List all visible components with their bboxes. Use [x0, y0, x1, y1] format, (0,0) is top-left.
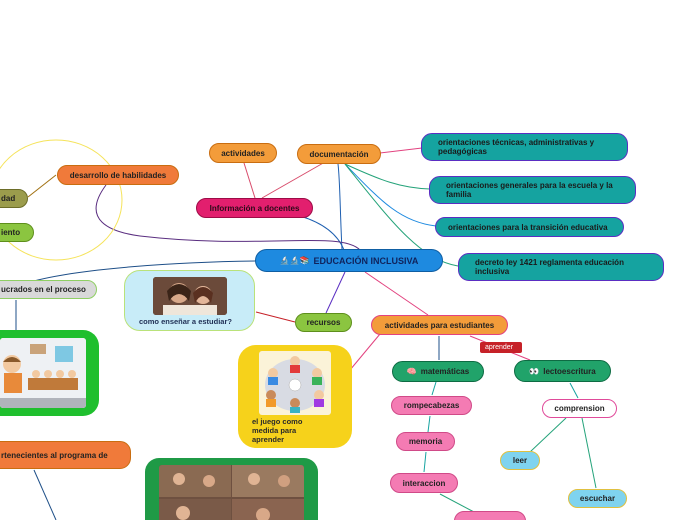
- classroom-illustration: [0, 338, 86, 408]
- card-como-ensenar[interactable]: como enseñar a estudiar?: [124, 270, 255, 331]
- node-documentacion-label: documentación: [309, 149, 369, 159]
- node-desarrollo-label: desarrollo de habilidades: [69, 170, 167, 180]
- children-circle-icon: [265, 356, 325, 413]
- node-matematicas-label: matemáticas: [420, 367, 470, 376]
- node-orientaciones-transicion[interactable]: orientaciones para la transición educati…: [435, 217, 624, 237]
- node-involucrados-label: ucrados en el proceso: [1, 285, 86, 294]
- node-actividades-estudiantes-label: actividades para estudiantes: [384, 320, 495, 330]
- node-pertenecientes-label: rtenecientes al programa de: [1, 450, 108, 460]
- node-recursos[interactable]: recursos: [295, 313, 352, 332]
- node-comprension[interactable]: comprension: [542, 399, 617, 418]
- relation-tag-aprender-label: aprender: [485, 344, 514, 351]
- node-recursos-label: recursos: [306, 318, 341, 327]
- link-doc-generales: [344, 163, 431, 190]
- link-memoria-interaccion: [423, 451, 427, 473]
- study-photo-icon: [153, 277, 227, 315]
- node-actividades-estudiantes[interactable]: actividades para estudiantes: [371, 315, 508, 335]
- card-juego-label: el juego como medida para aprender: [252, 417, 303, 444]
- node-left-dad[interactable]: dad: [0, 189, 28, 208]
- node-leer-label: leer: [512, 456, 528, 465]
- node-actividades-label: actividades: [221, 148, 265, 158]
- node-orientaciones-generales-label: orientaciones generales para la escuela …: [446, 181, 613, 199]
- node-interaccion-label: interaccion: [402, 478, 446, 488]
- node-actividades[interactable]: actividades: [209, 143, 277, 163]
- node-decreto[interactable]: decreto ley 1421 reglamenta educación in…: [458, 253, 664, 281]
- node-documentacion[interactable]: documentación: [297, 144, 381, 164]
- relation-tag-aprender[interactable]: aprender: [480, 342, 522, 353]
- node-lectoescritura[interactable]: 👀 lectoescritura: [514, 360, 611, 382]
- link-central-desarrollo: [95, 184, 361, 251]
- link-informacion-actividades: [243, 162, 256, 199]
- node-informacion-docentes[interactable]: Información a docentes: [196, 198, 313, 218]
- node-interaccion[interactable]: interaccion: [390, 473, 458, 493]
- children-photo-grid: [159, 465, 304, 520]
- node-interaccion-child[interactable]: [454, 511, 526, 520]
- node-rompecabezas-label: rompecabezas: [403, 401, 460, 410]
- node-memoria-label: memoria: [408, 437, 443, 446]
- classroom-illustration-icon: [0, 338, 86, 408]
- node-memoria[interactable]: memoria: [396, 432, 455, 451]
- eyes-icon: 👀: [529, 366, 540, 376]
- link-mat-rompe: [431, 381, 437, 396]
- node-rompecabezas[interactable]: rompecabezas: [391, 396, 472, 415]
- yellow-boundary-outline: [0, 139, 123, 261]
- node-informacion-label: Información a docentes: [209, 203, 300, 213]
- link-lecto-comprension: [569, 382, 579, 399]
- link-desarrollo-left: [27, 174, 57, 198]
- node-comprension-label: comprension: [554, 404, 605, 413]
- link-interaccion-next: [439, 493, 475, 513]
- children-photo-grid-icon: [159, 465, 304, 520]
- node-orientaciones-tecnicas[interactable]: orientaciones técnicas, administrativas …: [421, 133, 628, 161]
- card-como-ensenar-label: como enseñar a estudiar?: [139, 317, 232, 326]
- link-rompe-memoria: [427, 415, 431, 433]
- node-pertenecientes[interactable]: rtenecientes al programa de: [0, 441, 131, 469]
- central-topic[interactable]: 🔬🔬📚 EDUCACIÓN INCLUSIVA: [255, 249, 443, 272]
- link-central-recursos: [325, 271, 346, 314]
- node-lectoescritura-label: lectoescritura: [543, 366, 596, 376]
- card-juego[interactable]: el juego como medida para aprender: [238, 345, 352, 448]
- node-orientaciones-generales[interactable]: orientaciones generales para la escuela …: [429, 176, 636, 204]
- node-left-iento-label: iento: [1, 228, 21, 237]
- children-circle-illustration: [259, 351, 331, 415]
- node-left-dad-label: dad: [1, 194, 16, 203]
- link-central-actividades: [364, 271, 429, 316]
- link-central-documentacion: [337, 163, 343, 251]
- node-leer[interactable]: leer: [500, 451, 540, 470]
- link-recursos-card: [255, 311, 296, 323]
- classroom-card[interactable]: [0, 330, 99, 416]
- link-doc-transicion: [344, 163, 437, 227]
- link-doc-tecnicas: [379, 147, 423, 154]
- link-comprension-escuchar: [581, 417, 597, 489]
- node-escuchar-label: escuchar: [579, 494, 616, 503]
- link-comprension-leer: [529, 417, 567, 453]
- link-informacion-central: [299, 215, 345, 251]
- link-actividades-juego: [349, 333, 381, 371]
- brain-icon: 🧠: [406, 367, 417, 376]
- node-left-iento[interactable]: iento: [0, 223, 34, 242]
- central-topic-label: EDUCACIÓN INCLUSIVA: [313, 255, 419, 266]
- node-desarrollo-habilidades[interactable]: desarrollo de habilidades: [57, 165, 179, 185]
- link-documentacion-informacion: [261, 161, 326, 199]
- link-pertenecientes-down: [33, 469, 57, 520]
- node-orientaciones-transicion-label: orientaciones para la transición educati…: [448, 222, 608, 232]
- node-matematicas[interactable]: 🧠 matemáticas: [392, 361, 484, 382]
- card-children-photos[interactable]: [145, 458, 318, 520]
- link-doc-decreto: [344, 163, 459, 267]
- central-topic-icons: 🔬🔬📚: [279, 256, 310, 265]
- node-involucrados[interactable]: ucrados en el proceso: [0, 280, 97, 299]
- study-photo: [153, 277, 227, 315]
- node-decreto-label: decreto ley 1421 reglamenta educación in…: [475, 258, 624, 276]
- node-orientaciones-tecnicas-label: orientaciones técnicas, administrativas …: [438, 138, 595, 156]
- link-central-involucrados: [29, 260, 257, 283]
- node-escuchar[interactable]: escuchar: [568, 489, 627, 508]
